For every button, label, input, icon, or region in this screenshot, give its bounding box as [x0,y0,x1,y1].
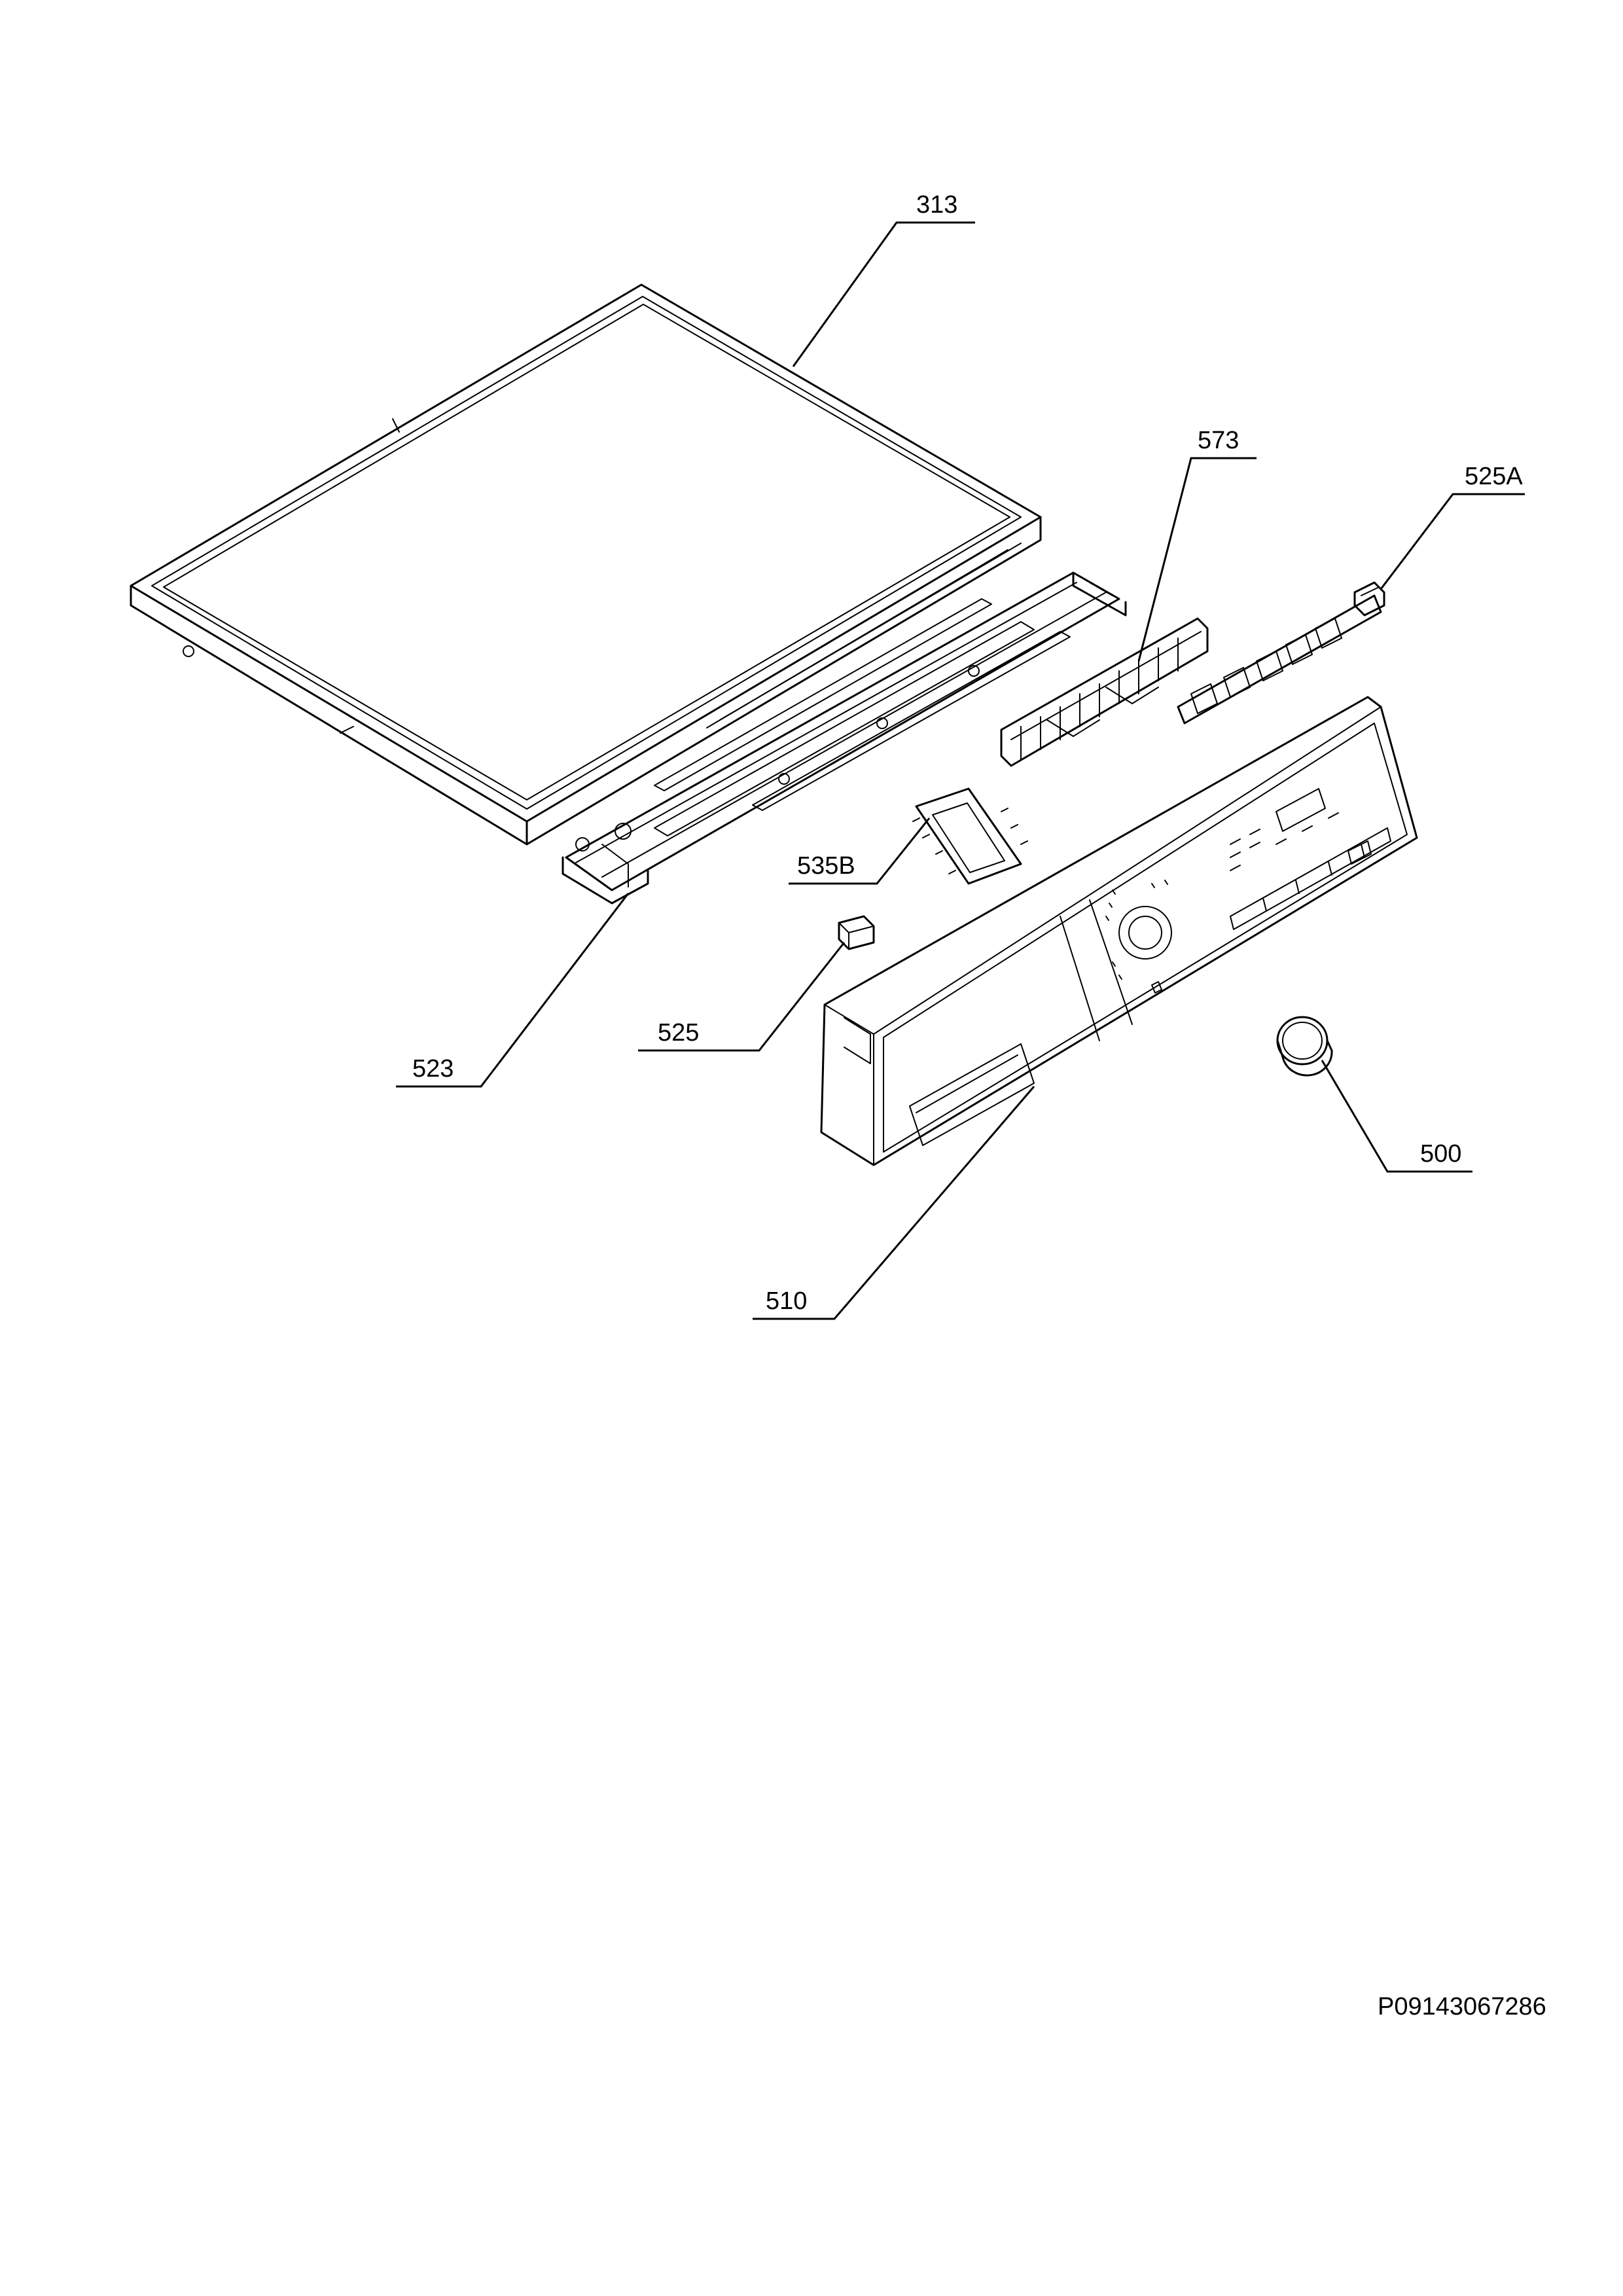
part-313-top-cover [130,283,1042,846]
callout-510: 510 [753,1086,1035,1320]
part-525A-buttons-strip [1177,581,1385,725]
callout-label-523: 523 [412,1055,454,1083]
callout-label-535B: 535B [797,852,855,880]
part-510-control-panel [820,696,1418,1166]
callout-313: 313 [792,191,975,367]
callout-525A: 525A [1380,463,1525,590]
callout-535B: 535B [789,817,931,885]
part-525-small-button [838,915,875,950]
callout-label-313: 313 [916,191,957,219]
callout-525: 525 [638,942,846,1052]
part-573-electronic-board [1000,617,1209,767]
callout-label-500: 500 [1420,1140,1461,1168]
part-500-knob [1276,1016,1333,1077]
part-523-bracket [562,571,1127,905]
callout-523: 523 [396,893,630,1088]
callout-label-525A: 525A [1465,463,1523,490]
part-535B-display-holder [912,787,1028,885]
drawing-code: P09143067286 [1378,1993,1546,2020]
callout-500: 500 [1321,1060,1472,1173]
callout-label-510: 510 [766,1287,807,1315]
callout-label-573: 573 [1198,427,1239,454]
callout-573: 573 [1137,427,1257,662]
callout-label-525: 525 [658,1019,699,1047]
